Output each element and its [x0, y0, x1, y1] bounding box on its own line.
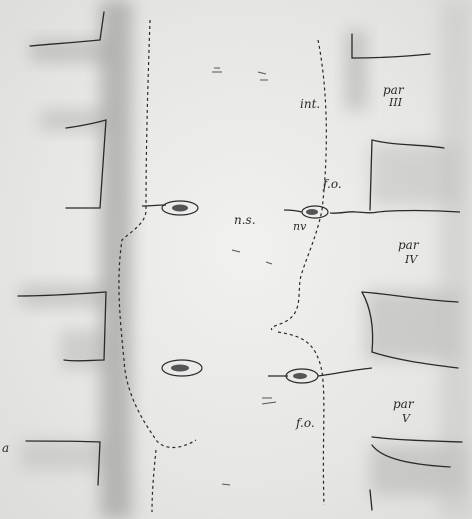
label-int: int. — [300, 98, 320, 110]
label-roman-V: V — [402, 413, 410, 424]
label-ns: n.s. — [234, 214, 256, 226]
label-fo-lower: f.o. — [296, 417, 315, 429]
label-par-V: par — [393, 398, 414, 410]
label-fo-upper: f.o. — [323, 178, 342, 190]
label-par-III: par — [383, 84, 404, 96]
label-nv: nv — [293, 221, 306, 232]
label-par-IV: par — [398, 239, 419, 251]
label-roman-III: III — [389, 97, 402, 108]
scratch-marks — [212, 68, 276, 485]
dashed-boundaries — [119, 20, 326, 512]
label-a: a — [2, 442, 9, 454]
label-roman-IV: IV — [405, 254, 417, 265]
